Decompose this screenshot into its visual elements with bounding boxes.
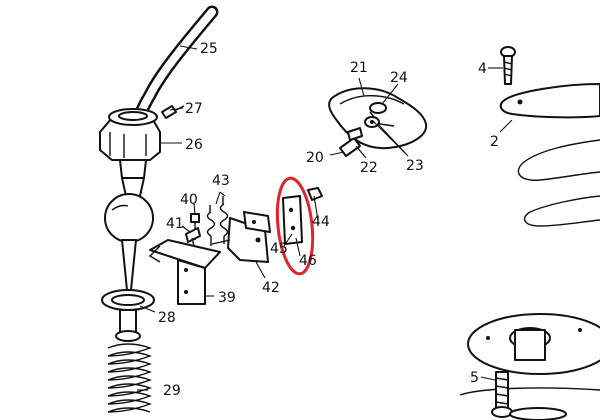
label-39: 39: [218, 290, 236, 306]
lever-cap: [99, 108, 161, 179]
part-numbers: 25 27 26 43 40 41 44 45 46 42 39 28 29 2…: [158, 41, 499, 399]
label-42: 42: [262, 280, 280, 296]
lever-spring: [107, 343, 153, 413]
bottom-disc-assembly: [459, 313, 600, 420]
label-28: 28: [158, 310, 176, 326]
tension-springs: [206, 196, 229, 246]
label-26: 26: [185, 137, 203, 153]
label-40: 40: [180, 192, 198, 208]
cover-plate-21: [328, 87, 428, 150]
label-5: 5: [470, 370, 479, 386]
label-21: 21: [350, 60, 368, 76]
label-46: 46: [299, 253, 317, 269]
label-22: 22: [360, 160, 378, 176]
label-20: 20: [306, 150, 324, 166]
shim-plate-45-46: [282, 195, 303, 245]
bolt-4: [500, 46, 516, 85]
label-2: 2: [490, 134, 499, 150]
bracket-39: [148, 239, 221, 305]
label-23: 23: [406, 158, 424, 174]
housing-2: [499, 83, 600, 227]
highlight-circle: [275, 176, 315, 276]
label-24: 24: [390, 70, 408, 86]
label-41: 41: [166, 216, 184, 232]
lever-ball-assembly: [101, 177, 155, 342]
label-44: 44: [312, 214, 330, 230]
label-43: 43: [212, 173, 230, 189]
nut-44: [307, 187, 323, 201]
label-45: 45: [270, 241, 288, 257]
label-4: 4: [478, 61, 487, 77]
plate-42: [211, 211, 271, 263]
label-27: 27: [185, 101, 203, 117]
leader-lines: [137, 45, 513, 391]
bolt-41: [185, 227, 201, 247]
label-25: 25: [200, 41, 218, 57]
pin-20-22: [339, 127, 363, 157]
label-29: 29: [163, 383, 181, 399]
